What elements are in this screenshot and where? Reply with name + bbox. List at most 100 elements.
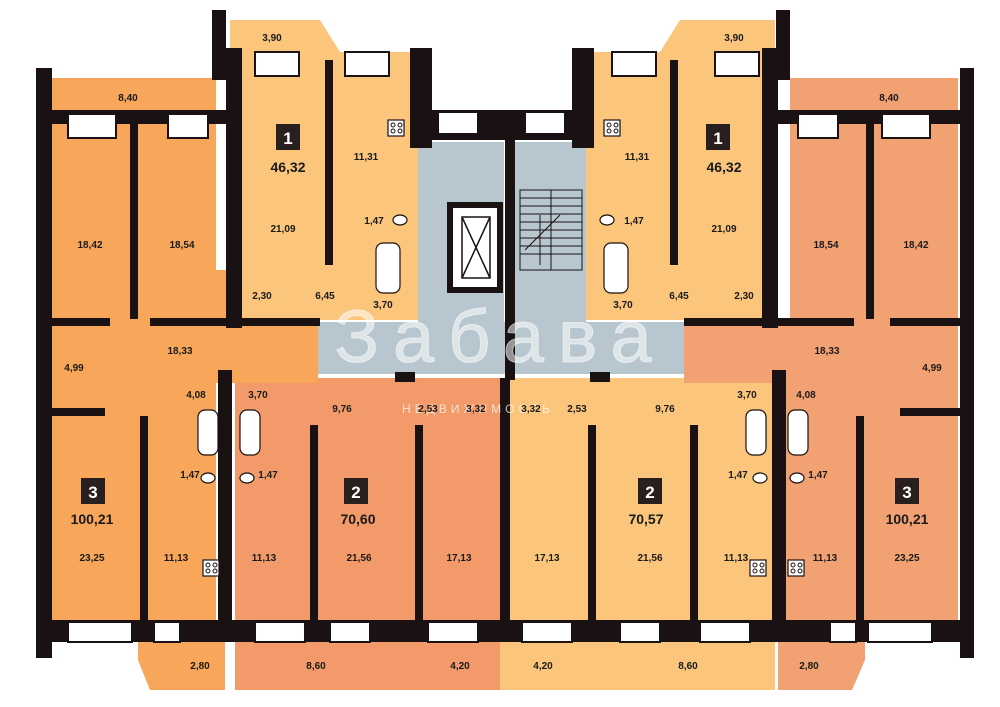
apt-2-left-area xyxy=(235,378,500,690)
total-area: 70,57 xyxy=(628,511,663,527)
room-count: 1 xyxy=(713,129,722,148)
apartment-fills xyxy=(50,20,958,690)
stove-icon xyxy=(787,559,805,577)
area-label: 17,13 xyxy=(446,553,471,564)
watermark-main: Забава xyxy=(334,295,665,378)
room-count-badge xyxy=(895,478,919,504)
bathtub-icon xyxy=(239,409,261,456)
area-label: 11,13 xyxy=(164,553,189,564)
area-label: 8,60 xyxy=(678,661,698,672)
apt-3-right-area xyxy=(700,78,958,690)
area-label: 21,09 xyxy=(270,224,295,235)
room-count-badge xyxy=(81,478,105,504)
area-label: 18,42 xyxy=(903,240,928,251)
area-label: 1,47 xyxy=(364,216,384,227)
room-count: 2 xyxy=(351,483,360,502)
stove-icon xyxy=(749,559,767,577)
area-label: 1,47 xyxy=(624,216,644,227)
apt-1-left-area xyxy=(230,20,418,320)
corridor-left xyxy=(50,325,318,383)
toilet-icon xyxy=(200,472,216,484)
area-label: 11,13 xyxy=(813,553,838,564)
area-label: 4,99 xyxy=(64,363,84,374)
area-label: 2,53 xyxy=(418,404,438,415)
area-label: 4,08 xyxy=(796,390,816,401)
bathtub-icon xyxy=(197,409,219,456)
room-count: 2 xyxy=(645,483,654,502)
lift-shaft xyxy=(447,202,503,293)
area-label: 3,70 xyxy=(248,390,268,401)
apt-2-right-labels: 3,32 2,53 9,76 3,70 1,47 2 70,57 17,13 2… xyxy=(521,390,757,672)
room-count: 3 xyxy=(88,483,97,502)
area-label: 18,33 xyxy=(814,346,839,357)
apt-2-right-area xyxy=(500,378,784,690)
area-label: 2,80 xyxy=(799,661,819,672)
bathtub-icon xyxy=(787,409,809,456)
area-label: 4,20 xyxy=(450,661,470,672)
total-area: 46,32 xyxy=(706,159,741,175)
toilet-icon xyxy=(599,214,615,226)
stair-hall xyxy=(514,142,586,372)
windows xyxy=(67,51,933,643)
toilet-icon xyxy=(239,472,255,484)
area-label: 23,25 xyxy=(894,553,919,564)
stove-icon xyxy=(202,559,220,577)
area-label: 21,09 xyxy=(711,224,736,235)
area-label: 3,70 xyxy=(613,300,633,311)
total-area: 46,32 xyxy=(270,159,305,175)
area-label: 3,90 xyxy=(262,33,282,44)
area-label: 18,33 xyxy=(167,346,192,357)
area-label: 11,31 xyxy=(354,152,379,163)
area-label: 17,13 xyxy=(534,553,559,564)
apt-1-left-labels: 3,90 1 46,32 11,31 21,09 1,47 2,30 6,45 … xyxy=(252,33,393,311)
bathtub-icon xyxy=(375,242,401,294)
toilet-icon xyxy=(392,214,408,226)
area-label: 18,42 xyxy=(77,240,102,251)
area-label: 8,40 xyxy=(118,93,138,104)
watermark-sub: НЕДВИЖИМОСТЬ xyxy=(402,402,554,416)
room-count: 3 xyxy=(902,483,911,502)
area-label: 1,47 xyxy=(180,470,200,481)
room-count-badge xyxy=(706,124,730,150)
apt-3-left-labels: 8,40 18,42 18,54 18,33 4,99 4,08 1,47 3 … xyxy=(64,93,210,672)
apt-3-left-area xyxy=(50,78,235,690)
toilet-icon xyxy=(789,472,805,484)
area-label: 2,30 xyxy=(252,291,272,302)
area-label: 18,54 xyxy=(169,240,194,251)
area-label: 3,70 xyxy=(737,390,757,401)
area-label: 8,40 xyxy=(879,93,899,104)
area-label: 2,53 xyxy=(567,404,587,415)
area-label: 23,25 xyxy=(79,553,104,564)
toilet-icon xyxy=(752,472,768,484)
bathtub-icon xyxy=(603,242,629,294)
total-area: 100,21 xyxy=(886,511,929,527)
area-label: 9,76 xyxy=(332,404,352,415)
corridor-right xyxy=(684,325,958,383)
lift-cross-icon xyxy=(461,216,491,279)
apt-2-left-labels: 3,70 9,76 2,53 3,32 1,47 2 70,60 11,13 2… xyxy=(248,390,486,672)
building-core xyxy=(318,142,684,374)
bathtub-icon xyxy=(745,409,767,456)
area-label: 4,99 xyxy=(922,363,942,374)
area-label: 3,32 xyxy=(466,404,486,415)
stove-icon xyxy=(387,119,405,137)
apt-1-right-labels: 3,90 1 46,32 11,31 21,09 1,47 3,70 6,45 … xyxy=(613,33,754,311)
room-count-badge xyxy=(638,478,662,504)
area-label: 11,13 xyxy=(724,553,749,564)
room-count-badge xyxy=(276,124,300,150)
staircase-icon xyxy=(519,189,583,271)
area-label: 21,56 xyxy=(346,553,371,564)
area-label: 3,32 xyxy=(521,404,541,415)
area-label: 2,80 xyxy=(190,661,210,672)
area-label: 21,56 xyxy=(637,553,662,564)
area-label: 4,08 xyxy=(186,390,206,401)
area-label: 11,13 xyxy=(252,553,277,564)
total-area: 70,60 xyxy=(340,511,375,527)
apt-1-right-area xyxy=(584,20,775,320)
area-label: 6,45 xyxy=(669,291,689,302)
area-label: 11,31 xyxy=(625,152,650,163)
area-label: 1,47 xyxy=(258,470,278,481)
area-label: 4,20 xyxy=(533,661,553,672)
area-label: 2,30 xyxy=(734,291,754,302)
